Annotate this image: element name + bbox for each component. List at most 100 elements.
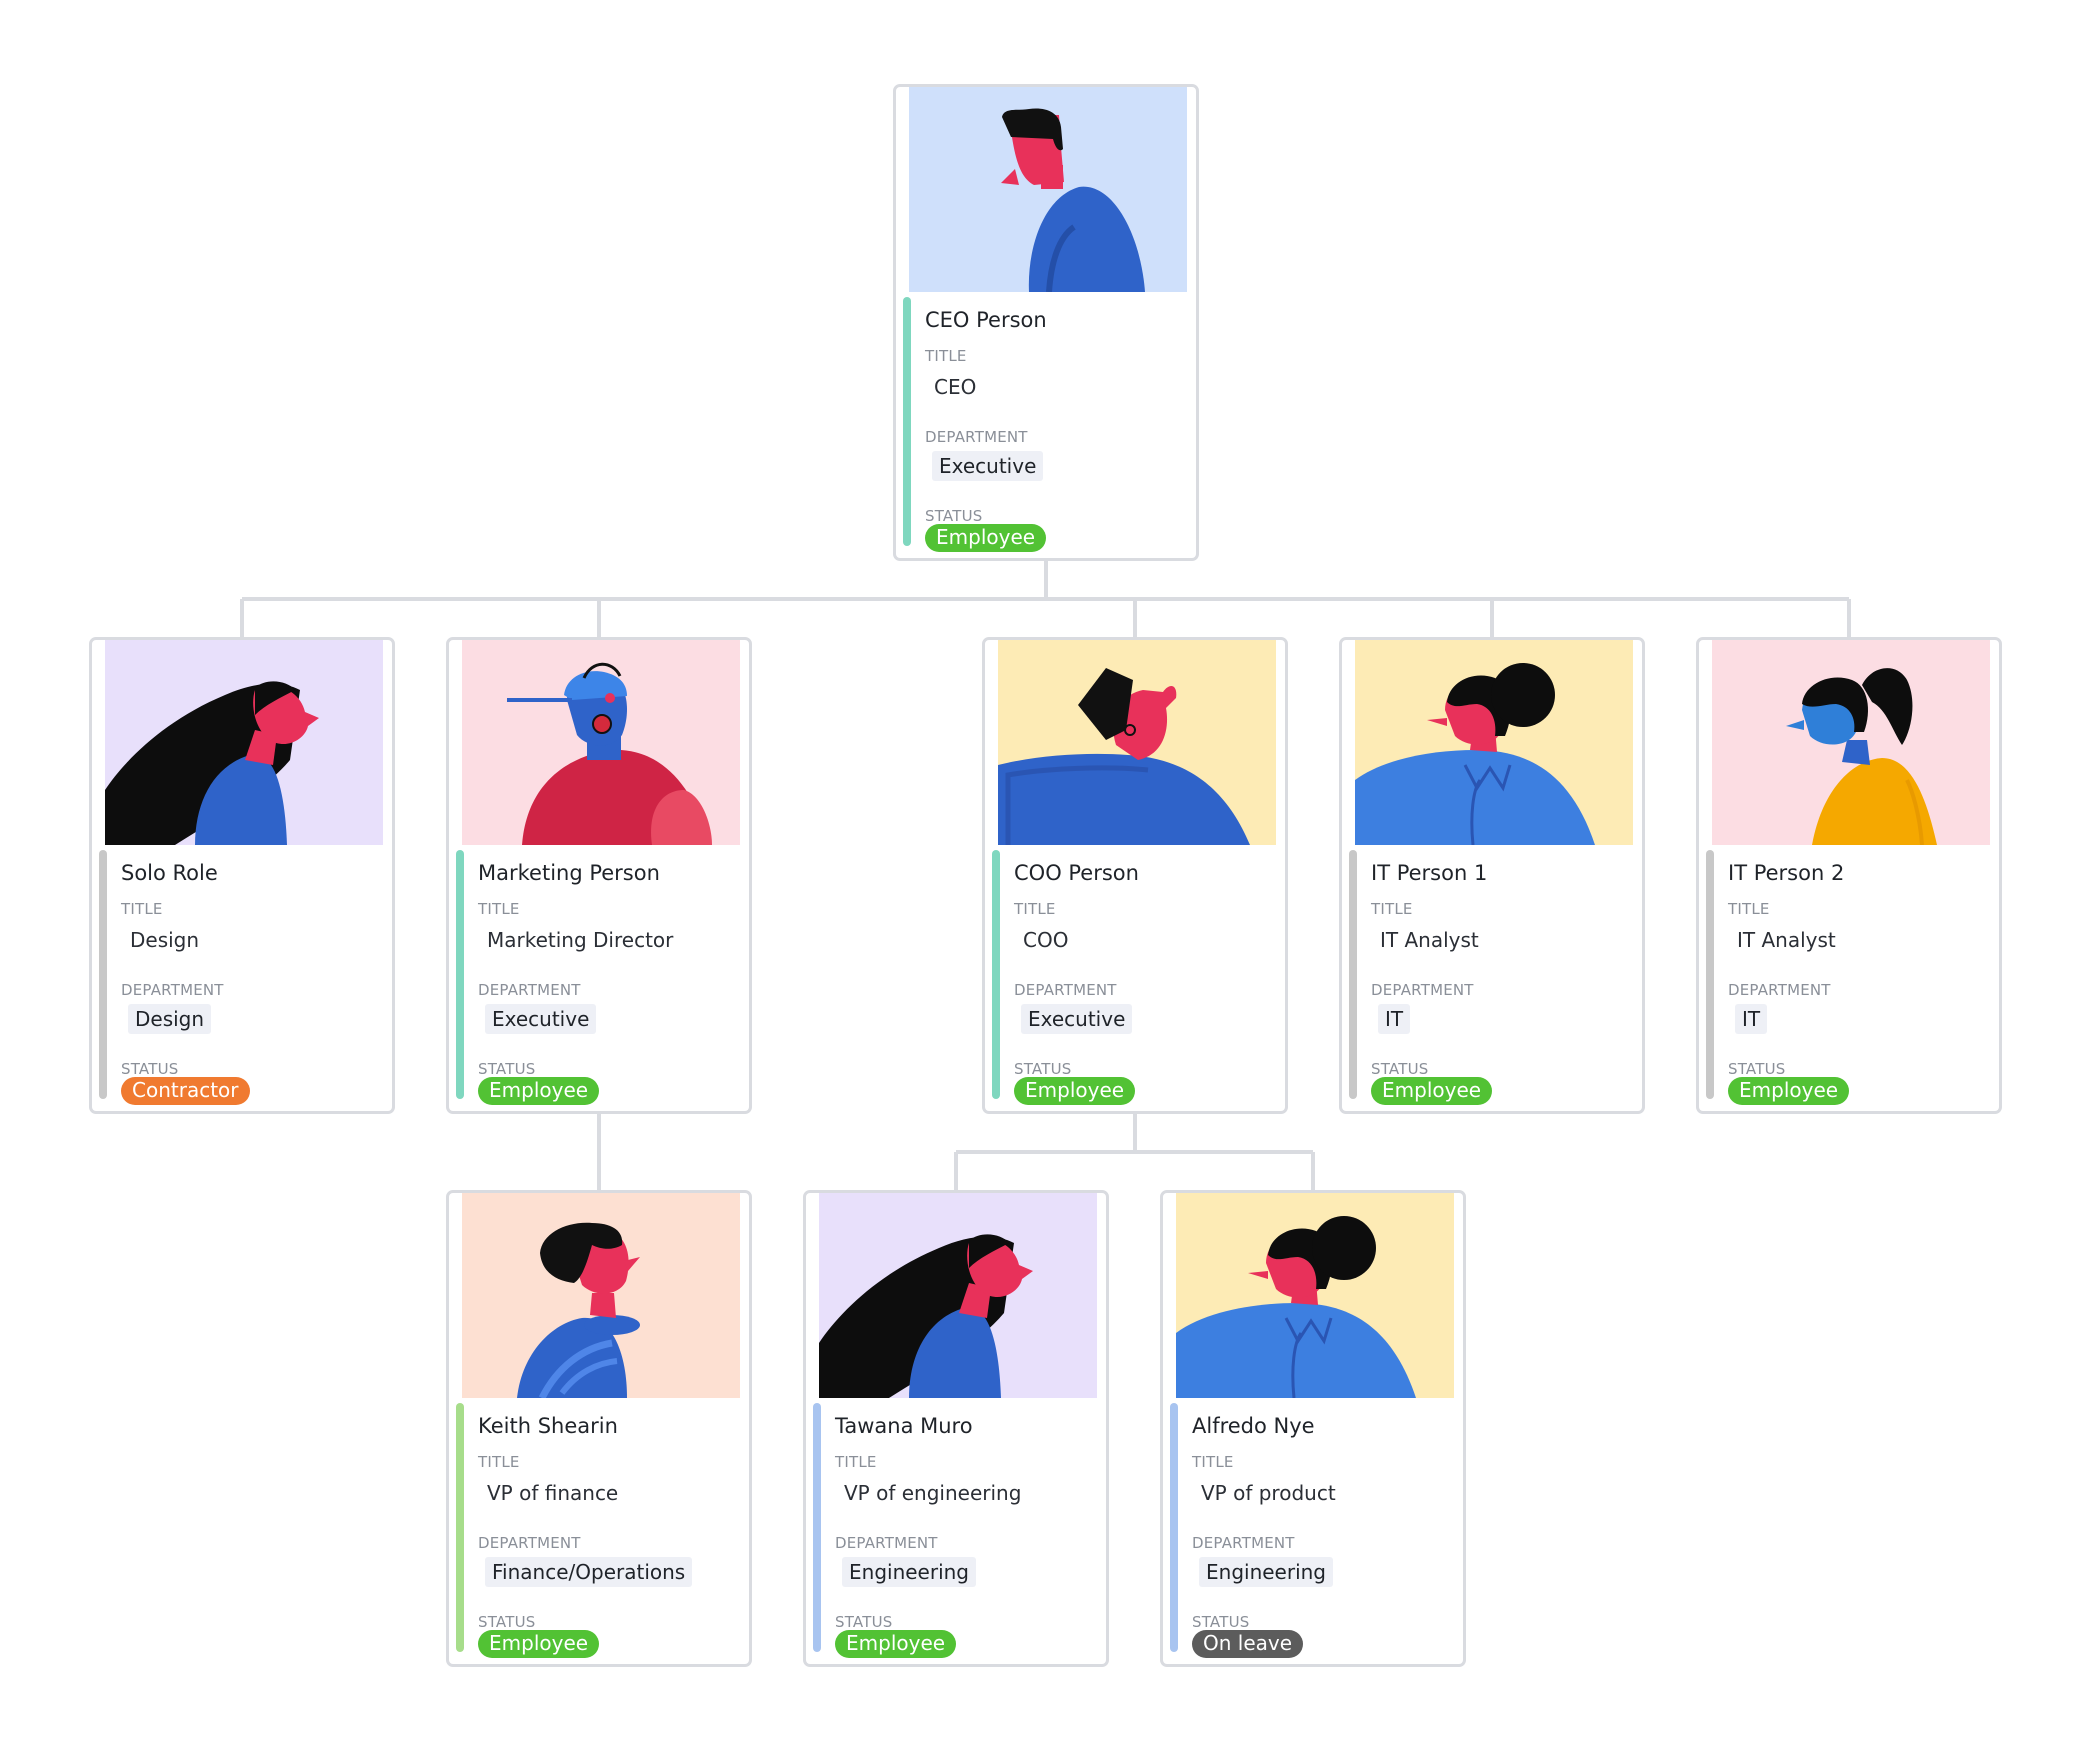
status-label: STATUS [835, 1613, 893, 1631]
person-card-alfredo[interactable]: Alfredo Nye TITLE VP of product DEPARTME… [1160, 1190, 1466, 1667]
department-chip: Engineering [1199, 1557, 1333, 1587]
person-title: COO [1023, 928, 1069, 952]
person-title: VP of engineering [844, 1481, 1022, 1505]
person-info: Alfredo Nye TITLE VP of product DEPARTME… [1170, 1403, 1463, 1658]
title-label: TITLE [1371, 900, 1413, 918]
person-card-coo[interactable]: COO Person TITLE COO DEPARTMENT Executiv… [982, 637, 1288, 1114]
person-title: Design [130, 928, 200, 952]
department-chip: IT [1378, 1004, 1411, 1034]
person-card-marketing[interactable]: Marketing Person TITLE Marketing Directo… [446, 637, 752, 1114]
person-info: Tawana Muro TITLE VP of engineering DEPA… [813, 1403, 1106, 1658]
department-chip: Executive [1021, 1004, 1133, 1034]
department-label: DEPARTMENT [478, 981, 581, 999]
status-label: STATUS [1014, 1060, 1072, 1078]
department-label: DEPARTMENT [1014, 981, 1117, 999]
department-label: DEPARTMENT [1371, 981, 1474, 999]
person-name: Marketing Person [478, 861, 660, 885]
person-card-solo[interactable]: Solo Role TITLE Design DEPARTMENT Design… [89, 637, 395, 1114]
person-info: Solo Role TITLE Design DEPARTMENT Design… [99, 850, 392, 1105]
person-info: CEO Person TITLE CEO DEPARTMENT Executiv… [903, 297, 1196, 552]
department-chip: Finance/Operations [485, 1557, 693, 1587]
department-color-bar [456, 1403, 464, 1652]
department-color-bar [99, 850, 107, 1099]
woman-bun-avatar [1355, 640, 1633, 845]
title-label: TITLE [478, 900, 520, 918]
department-chip: Design [128, 1004, 212, 1034]
person-title: VP of product [1201, 1481, 1336, 1505]
status-badge: Employee [1371, 1077, 1493, 1105]
department-color-bar [903, 297, 911, 546]
man-wavy-hair-avatar [462, 1193, 740, 1398]
person-name: COO Person [1014, 861, 1139, 885]
person-info: Keith Shearin TITLE VP of finance DEPART… [456, 1403, 749, 1658]
woman-ponytail-avatar [1712, 640, 1990, 845]
person-title: IT Analyst [1380, 928, 1479, 952]
department-chip: Engineering [842, 1557, 976, 1587]
status-badge: Employee [478, 1077, 600, 1105]
status-label: STATUS [478, 1060, 536, 1078]
title-label: TITLE [925, 347, 967, 365]
person-title: VP of finance [487, 1481, 619, 1505]
department-color-bar [1706, 850, 1714, 1099]
person-name: Tawana Muro [835, 1414, 973, 1438]
man-short-hair-avatar [909, 87, 1187, 292]
man-cap-headphones-avatar [462, 640, 740, 845]
department-color-bar [456, 850, 464, 1099]
department-label: DEPARTMENT [478, 1534, 581, 1552]
person-info: IT Person 1 TITLE IT Analyst DEPARTMENT … [1349, 850, 1642, 1105]
person-card-it2[interactable]: IT Person 2 TITLE IT Analyst DEPARTMENT … [1696, 637, 2002, 1114]
title-label: TITLE [121, 900, 163, 918]
department-chip: Executive [932, 451, 1044, 481]
status-label: STATUS [478, 1613, 536, 1631]
status-badge: Employee [478, 1630, 600, 1658]
status-label: STATUS [1192, 1613, 1250, 1631]
status-badge: On leave [1192, 1630, 1304, 1658]
person-name: Keith Shearin [478, 1414, 618, 1438]
department-color-bar [813, 1403, 821, 1652]
department-color-bar [1170, 1403, 1178, 1652]
person-card-tawana[interactable]: Tawana Muro TITLE VP of engineering DEPA… [803, 1190, 1109, 1667]
woman-long-hair-avatar [105, 640, 383, 845]
title-label: TITLE [835, 1453, 877, 1471]
status-label: STATUS [925, 507, 983, 525]
status-badge: Employee [1728, 1077, 1850, 1105]
person-title: Marketing Director [487, 928, 674, 952]
person-name: Alfredo Nye [1192, 1414, 1315, 1438]
person-info: Marketing Person TITLE Marketing Directo… [456, 850, 749, 1105]
title-label: TITLE [1728, 900, 1770, 918]
status-badge: Employee [925, 524, 1047, 552]
department-label: DEPARTMENT [1728, 981, 1831, 999]
status-label: STATUS [1371, 1060, 1429, 1078]
person-info: IT Person 2 TITLE IT Analyst DEPARTMENT … [1706, 850, 1999, 1105]
department-label: DEPARTMENT [835, 1534, 938, 1552]
title-label: TITLE [1192, 1453, 1234, 1471]
person-name: CEO Person [925, 308, 1047, 332]
man-looking-up-avatar [998, 640, 1276, 845]
status-badge: Employee [1014, 1077, 1136, 1105]
title-label: TITLE [1014, 900, 1056, 918]
person-card-keith[interactable]: Keith Shearin TITLE VP of finance DEPART… [446, 1190, 752, 1667]
department-color-bar [1349, 850, 1357, 1099]
person-card-it1[interactable]: IT Person 1 TITLE IT Analyst DEPARTMENT … [1339, 637, 1645, 1114]
person-name: IT Person 1 [1371, 861, 1488, 885]
woman-long-hair-avatar [819, 1193, 1097, 1398]
status-label: STATUS [121, 1060, 179, 1078]
department-chip: Executive [485, 1004, 597, 1034]
person-card-ceo[interactable]: CEO Person TITLE CEO DEPARTMENT Executiv… [893, 84, 1199, 561]
title-label: TITLE [478, 1453, 520, 1471]
status-label: STATUS [1728, 1060, 1786, 1078]
person-title: IT Analyst [1737, 928, 1836, 952]
status-badge: Contractor [121, 1077, 250, 1105]
status-badge: Employee [835, 1630, 957, 1658]
department-label: DEPARTMENT [1192, 1534, 1295, 1552]
person-info: COO Person TITLE COO DEPARTMENT Executiv… [992, 850, 1285, 1105]
department-color-bar [992, 850, 1000, 1099]
department-label: DEPARTMENT [925, 428, 1028, 446]
person-name: Solo Role [121, 861, 218, 885]
person-title: CEO [934, 375, 977, 399]
department-chip: IT [1735, 1004, 1768, 1034]
person-name: IT Person 2 [1728, 861, 1845, 885]
woman-bun-avatar [1176, 1193, 1454, 1398]
